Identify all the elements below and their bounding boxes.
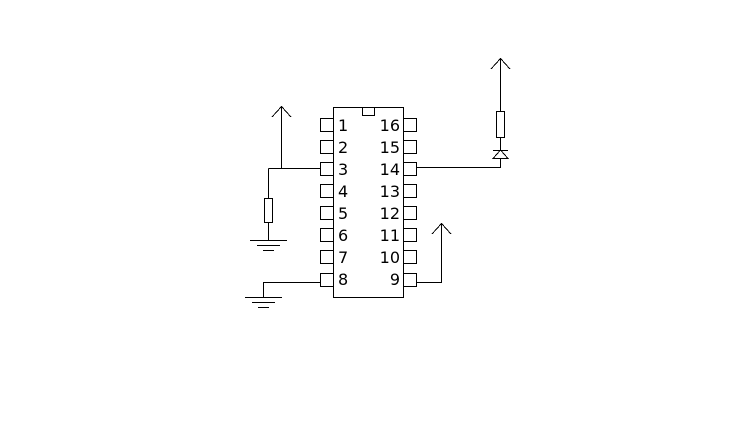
vcc-arrow-left xyxy=(271,105,292,169)
ic-pin-label: 1 xyxy=(338,116,348,135)
ic-left-pins xyxy=(320,118,334,287)
ic-pin-label: 2 xyxy=(338,138,348,157)
ic-pin-11-pad xyxy=(403,228,417,242)
vcc-arrow-right xyxy=(431,222,452,235)
ic-pin-label: 9 xyxy=(390,270,400,289)
ic-pin-labels: 1 2 3 4 5 6 7 8 16 15 14 13 12 11 10 9 xyxy=(338,116,400,289)
ic-pin-label: 5 xyxy=(338,204,348,223)
ic-pin-label: 13 xyxy=(380,182,400,201)
pin3-network xyxy=(250,105,321,251)
ic-pin-label: 7 xyxy=(338,248,348,267)
ic-pin-7-pad xyxy=(320,250,334,264)
vcc-arrow-top xyxy=(490,57,511,112)
ic-pin-8-pad xyxy=(320,273,334,287)
led-resistor xyxy=(496,111,505,138)
ic-pin-5-pad xyxy=(320,206,334,220)
ic-pin-3-pad xyxy=(320,162,334,176)
ic-pin-label: 16 xyxy=(380,116,400,135)
ic-pin-label: 3 xyxy=(338,160,348,179)
pin14-led-network xyxy=(416,57,511,168)
ic-pin-12-pad xyxy=(403,206,417,220)
ground-symbol-pin8 xyxy=(245,297,282,308)
ic-pin-label: 10 xyxy=(380,248,400,267)
ic-pin-label: 11 xyxy=(380,226,400,245)
ic-pin-13-pad xyxy=(403,184,417,198)
ic-pin-1-pad xyxy=(320,118,334,132)
ic-pin-16-pad xyxy=(403,118,417,132)
ic-pin-6-pad xyxy=(320,228,334,242)
pulldown-resistor xyxy=(264,198,273,223)
pin9-network xyxy=(416,222,452,283)
ic-pin-label: 14 xyxy=(380,160,400,179)
ground-symbol-left xyxy=(250,240,287,251)
ic-body xyxy=(333,107,404,298)
ic-pin-label: 4 xyxy=(338,182,348,201)
ic-pin-label: 8 xyxy=(338,270,348,289)
ic-pin-2-pad xyxy=(320,140,334,154)
ic-pin-9-pad xyxy=(403,273,417,287)
pin14-wire xyxy=(416,158,501,168)
ic-pin-label: 12 xyxy=(380,204,400,223)
ic-pin-10-pad xyxy=(403,250,417,264)
ic-notch xyxy=(362,107,375,116)
ic-right-pins xyxy=(403,118,417,287)
led-diode xyxy=(491,149,510,159)
pin9-wire xyxy=(416,223,442,283)
pin8-ground-network xyxy=(245,282,321,308)
ic-pin-label: 15 xyxy=(380,138,400,157)
ic-pin-15-pad xyxy=(403,140,417,154)
ic-pin-14-pad xyxy=(403,162,417,176)
ic-pin-4-pad xyxy=(320,184,334,198)
ic-pin-label: 6 xyxy=(338,226,348,245)
pin8-wire xyxy=(263,282,321,298)
